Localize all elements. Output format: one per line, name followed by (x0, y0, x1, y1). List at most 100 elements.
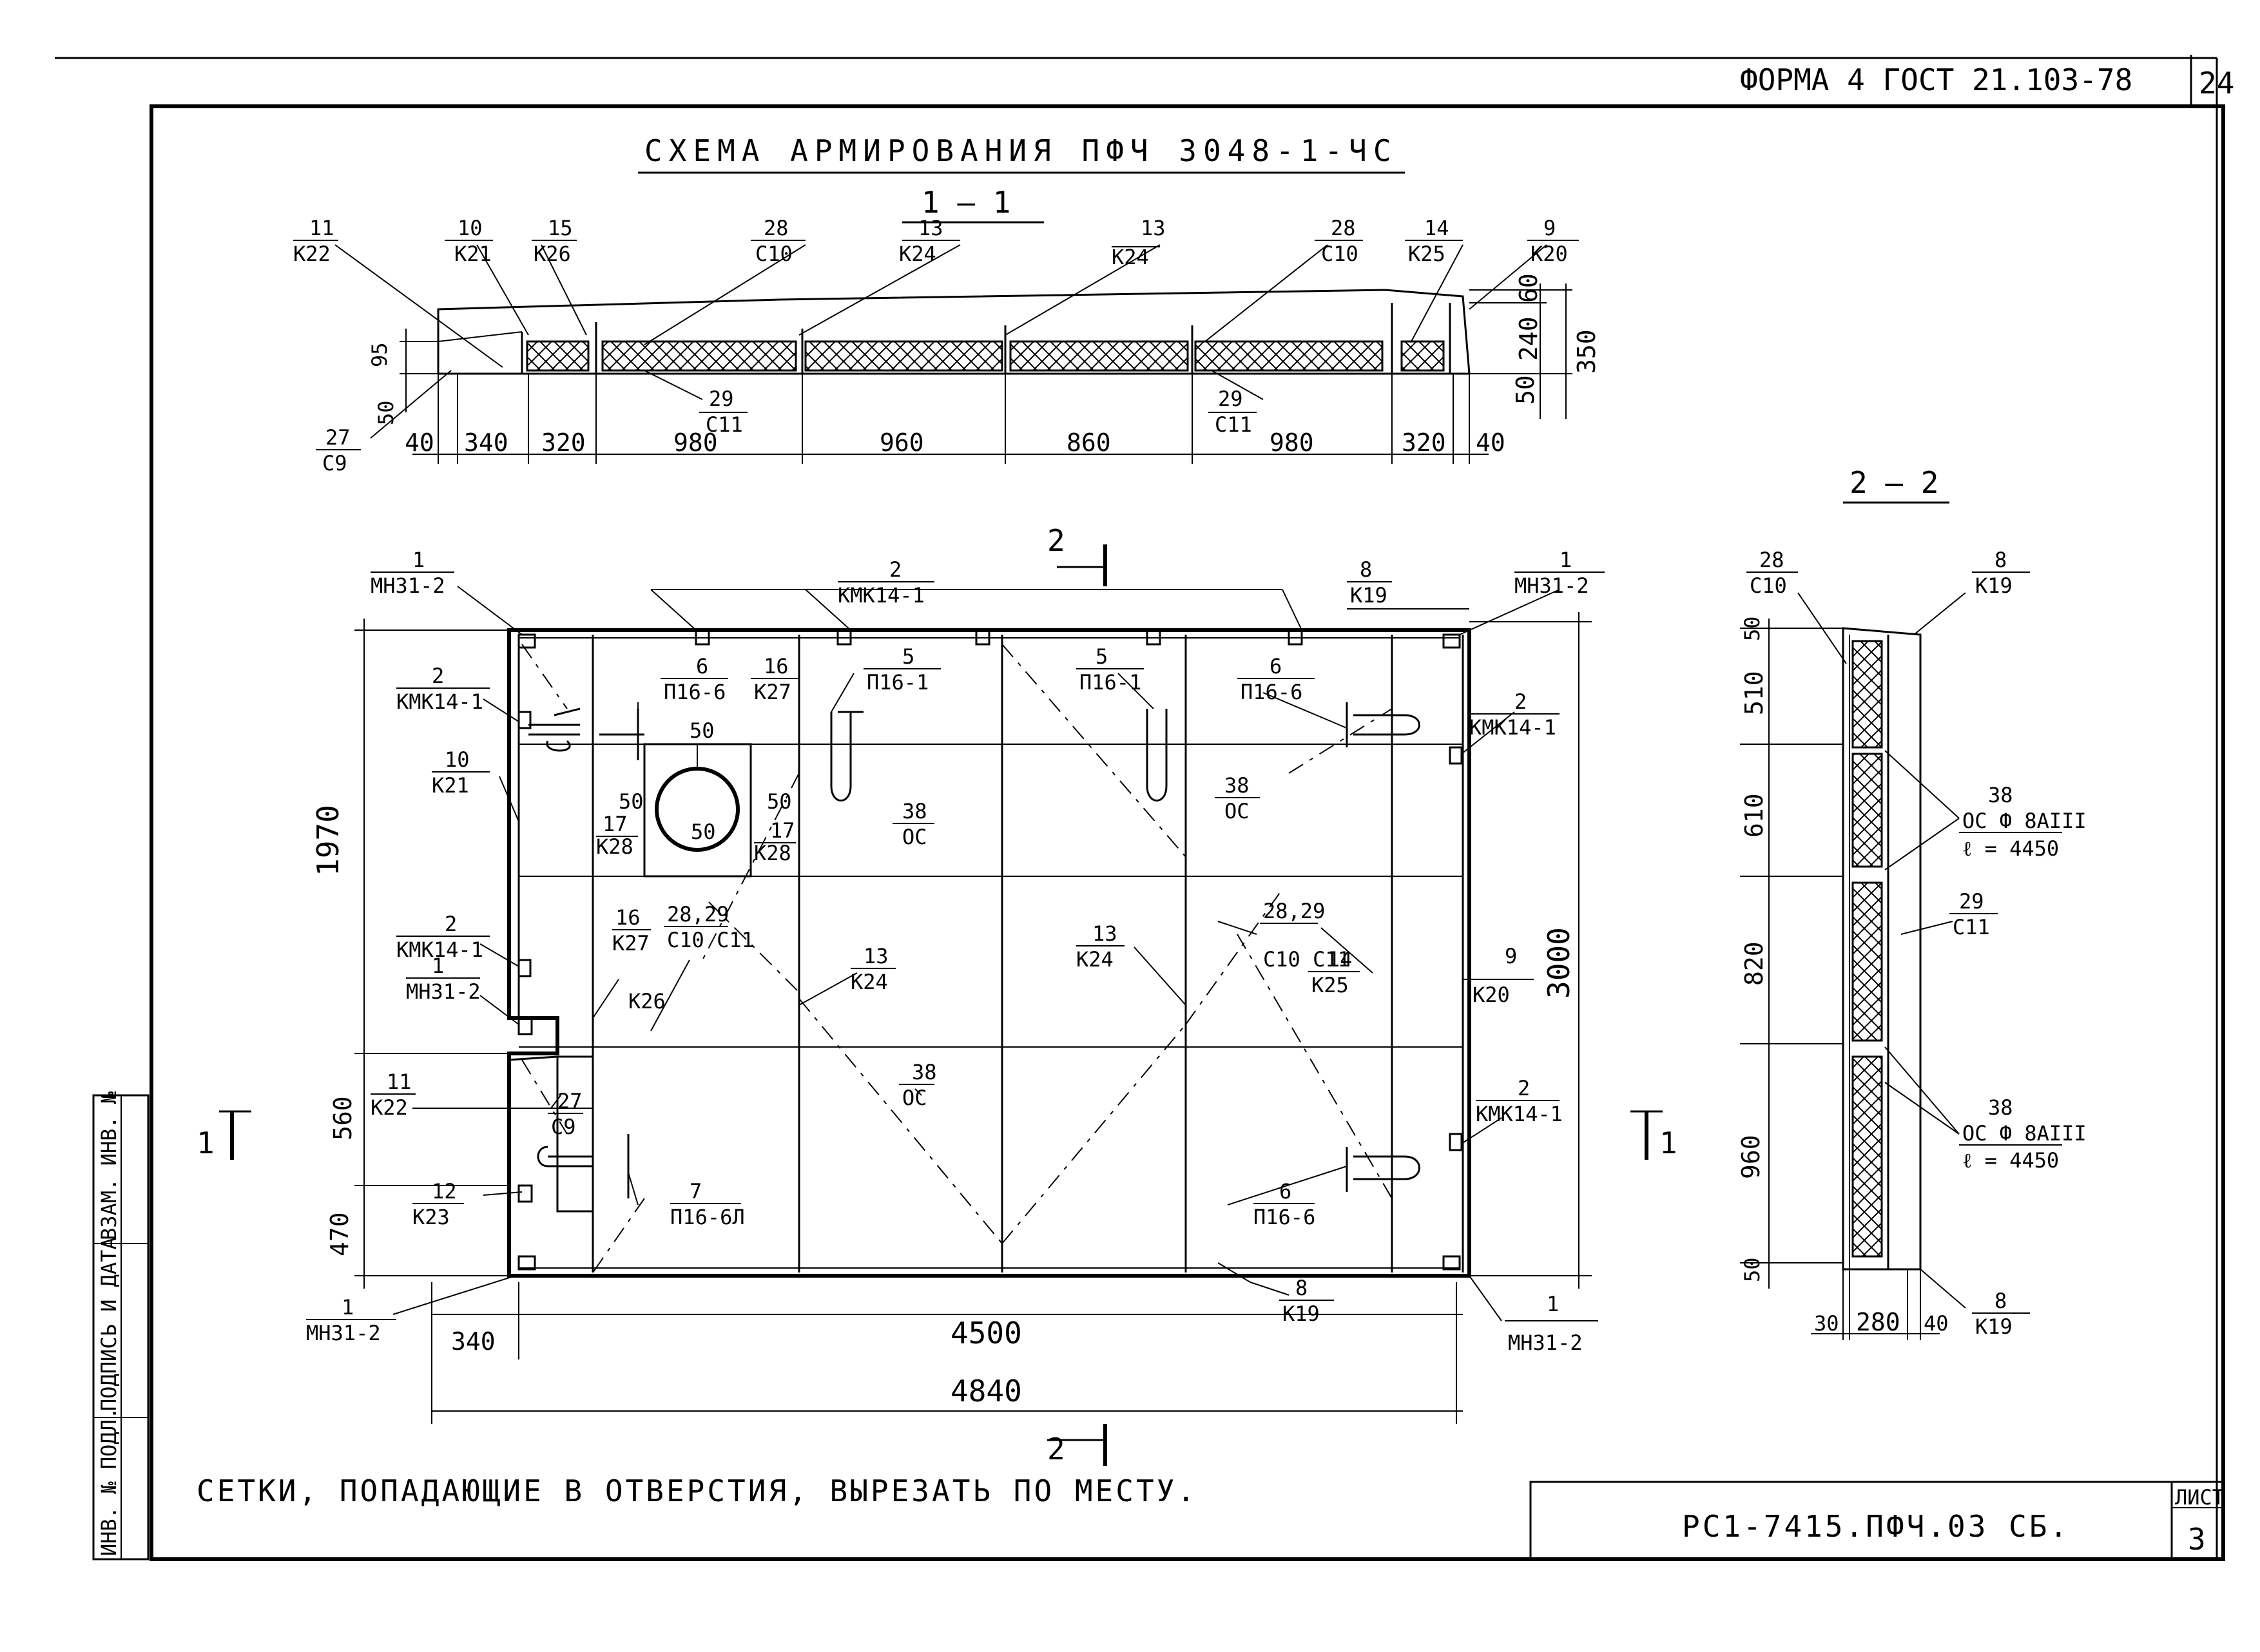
dim-4500: 4500 (951, 1316, 1022, 1350)
svg-text:С10: С10 (755, 242, 793, 266)
svg-text:ℓ = 4450: ℓ = 4450 (1962, 836, 2059, 861)
svg-text:К26: К26 (628, 989, 666, 1013)
svg-text:6: 6 (1270, 654, 1282, 678)
svg-text:17: 17 (603, 812, 628, 836)
note-text: СЕТКИ, ПОПАДАЮЩИЕ В ОТВЕРСТИЯ, ВЫРЕЗАТЬ … (197, 1474, 1197, 1508)
svg-text:К19: К19 (1975, 573, 2013, 598)
embedded-plate (1442, 1255, 1461, 1271)
dim-470: 470 (325, 1212, 354, 1256)
svg-text:38: 38 (1224, 773, 1250, 798)
svg-text:38: 38 (1988, 783, 2013, 807)
svg-text:40: 40 (1924, 1311, 1949, 1336)
svg-text:С11: С11 (1215, 412, 1252, 437)
svg-text:7: 7 (690, 1179, 702, 1204)
lifting-loop (1353, 714, 1420, 736)
svg-text:8: 8 (1295, 1276, 1308, 1300)
svg-text:38: 38 (1988, 1095, 2013, 1120)
svg-text:С9: С9 (551, 1115, 576, 1139)
section-1-1: 1 — 1 40 340 320 980 960 (334, 185, 1601, 464)
svg-text:П16-6: П16-6 (1241, 680, 1302, 704)
svg-text:10: 10 (458, 216, 483, 240)
svg-text:МН31-2: МН31-2 (1514, 573, 1589, 598)
lifting-loop (1353, 1155, 1420, 1180)
svg-text:50: 50 (619, 789, 644, 814)
section-mark-1-left: 1 (197, 1110, 251, 1160)
svg-text:К27: К27 (612, 931, 650, 956)
svg-text:К26: К26 (534, 242, 571, 266)
svg-text:К25: К25 (1311, 973, 1349, 997)
svg-text:28,29: 28,29 (667, 902, 729, 927)
svg-text:1: 1 (1659, 1126, 1677, 1160)
svg-text:С11: С11 (1953, 915, 1990, 939)
dim-left-95: 95 (367, 342, 392, 367)
svg-text:28: 28 (764, 216, 789, 240)
dim-4840: 4840 (951, 1374, 1022, 1408)
svg-text:5: 5 (1096, 644, 1108, 669)
dim-320b: 320 (1402, 428, 1446, 457)
svg-text:14: 14 (1424, 216, 1449, 240)
svg-text:К24: К24 (1112, 245, 1149, 269)
dim-40: 40 (405, 428, 434, 457)
svg-text:2: 2 (1518, 1076, 1530, 1100)
lifting-loop (830, 711, 864, 802)
svg-text:5: 5 (902, 644, 914, 669)
svg-text:П16-1: П16-1 (867, 670, 929, 695)
svg-text:1: 1 (342, 1295, 354, 1320)
svg-text:П16-6: П16-6 (664, 680, 726, 704)
svg-text:С11: С11 (706, 412, 743, 437)
insulation-cell (1194, 340, 1384, 372)
embedded-plate (1442, 633, 1461, 649)
svg-text:КМК14-1: КМК14-1 (838, 583, 925, 608)
svg-text:50: 50 (1740, 616, 1764, 641)
svg-text:6: 6 (1279, 1179, 1291, 1204)
svg-text:38: 38 (902, 799, 927, 823)
svg-text:30: 30 (1814, 1311, 1839, 1336)
document-code: РС1-7415.ПФЧ.03 СБ. (1682, 1509, 2070, 1544)
svg-text:2: 2 (432, 664, 444, 688)
svg-text:К20: К20 (1531, 242, 1568, 266)
svg-text:1: 1 (197, 1126, 215, 1160)
svg-text:МН31-2: МН31-2 (406, 979, 481, 1004)
svg-text:С9: С9 (322, 451, 347, 475)
title-block (1529, 1481, 2225, 1561)
svg-text:МН31-2: МН31-2 (1508, 1330, 1583, 1355)
svg-text:27: 27 (557, 1089, 583, 1113)
svg-text:28,29: 28,29 (1263, 899, 1325, 923)
svg-text:2: 2 (1047, 1432, 1065, 1466)
svg-text:С10 С11: С10 С11 (667, 928, 754, 952)
svg-text:К23: К23 (412, 1205, 450, 1229)
svg-text:2: 2 (889, 557, 902, 582)
svg-text:13: 13 (1092, 921, 1117, 946)
section-1-label: 1 — 1 (922, 185, 1010, 220)
side-label-sign: ПОДПИСЬ И ДАТА (97, 1237, 121, 1411)
svg-text:КМК14-1: КМК14-1 (396, 937, 483, 962)
svg-text:11: 11 (387, 1070, 412, 1094)
dim-960: 960 (880, 428, 924, 457)
form-label: ФОРМА 4 ГОСТ 21.103-78 (1740, 62, 2132, 97)
svg-text:50: 50 (767, 789, 792, 814)
svg-text:2: 2 (1047, 523, 1065, 558)
svg-text:С10 С11: С10 С11 (1263, 947, 1350, 972)
page-number: 24 (2199, 66, 2234, 101)
dim-340-plan: 340 (451, 1327, 496, 1356)
dim-860: 860 (1067, 428, 1111, 457)
svg-text:ℓ = 4450: ℓ = 4450 (1962, 1148, 2059, 1173)
side-label-vzam: ВЗАМ. ИНВ. № (97, 1091, 121, 1240)
